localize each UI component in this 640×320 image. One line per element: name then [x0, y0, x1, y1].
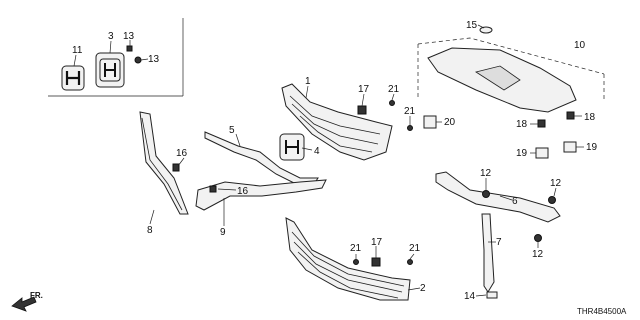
callout-19a: 19	[516, 148, 528, 159]
screw-21c-part	[353, 259, 359, 265]
callout-15: 15	[466, 20, 478, 31]
callout-5: 5	[229, 125, 235, 136]
direction-label: FR.	[30, 291, 43, 300]
callout-2: 2	[420, 283, 426, 294]
callout-21c: 21	[350, 243, 362, 254]
upper-cover-part	[417, 37, 605, 113]
fastener-12a-part	[482, 190, 490, 198]
leader-lines	[73, 24, 584, 297]
callout-7: 7	[496, 237, 502, 248]
callout-18b: 18	[584, 112, 596, 123]
emblem-base-part	[95, 52, 125, 88]
grille-assembly-part	[281, 83, 393, 161]
callout-9: 9	[220, 227, 226, 238]
callout-4: 4	[314, 146, 320, 157]
stay-part	[481, 213, 495, 293]
callout-1: 1	[305, 76, 311, 87]
callout-8: 8	[147, 225, 153, 236]
callout-20: 20	[444, 117, 456, 128]
front-emblem-part	[279, 133, 305, 161]
clip-16a-part	[172, 163, 180, 172]
callout-12b: 12	[550, 178, 562, 189]
emblem-part	[61, 65, 85, 91]
fastener-18a-part	[537, 119, 546, 128]
callout-21a: 21	[388, 84, 400, 95]
clip-14-part	[486, 291, 498, 299]
callout-14: 14	[464, 291, 476, 302]
clip-19b-part	[563, 141, 577, 153]
callouts: 11 3 13 13 1 2 5 4 6 7 8 9 10 12 12 12 1…	[72, 20, 598, 302]
clip-17a-part	[357, 105, 367, 115]
clip-17b-part	[371, 257, 381, 267]
callout-18a: 18	[516, 119, 528, 130]
callout-17b: 17	[371, 237, 383, 248]
callout-16b: 16	[237, 186, 249, 197]
callout-17a: 17	[358, 84, 370, 95]
bracket-20-part	[423, 115, 437, 129]
callout-13a: 13	[123, 31, 135, 42]
screw-21d-part	[407, 259, 413, 265]
callout-10: 10	[574, 40, 586, 51]
diagram-code: THR4B4500A	[577, 307, 627, 316]
emblem-inset-box	[48, 18, 184, 97]
fastener-12b-part	[548, 196, 556, 204]
clip-13-part	[126, 45, 142, 64]
support-bracket-part	[435, 171, 561, 223]
side-molding-part	[139, 111, 189, 215]
lower-strip-part	[195, 179, 327, 211]
callout-12a: 12	[480, 168, 492, 179]
fastener-18b-part	[566, 111, 575, 120]
fastener-12c-part	[534, 234, 542, 242]
callout-6: 6	[512, 196, 518, 207]
callout-12c: 12	[532, 249, 544, 260]
callout-19b: 19	[586, 142, 598, 153]
clip-16b-part	[209, 185, 217, 193]
clip-19a-part	[535, 147, 549, 159]
front-direction-arrow: FR.	[11, 291, 43, 312]
callout-21d: 21	[409, 243, 421, 254]
screw-21b-part	[407, 125, 413, 131]
callout-3: 3	[108, 31, 114, 42]
clip-15-part	[479, 26, 493, 34]
screw-21a-part	[389, 100, 395, 106]
callout-21b: 21	[404, 106, 416, 117]
lower-grille-part	[285, 217, 411, 301]
callout-16a: 16	[176, 148, 188, 159]
callout-11: 11	[72, 45, 83, 56]
callout-13b: 13	[148, 54, 160, 65]
